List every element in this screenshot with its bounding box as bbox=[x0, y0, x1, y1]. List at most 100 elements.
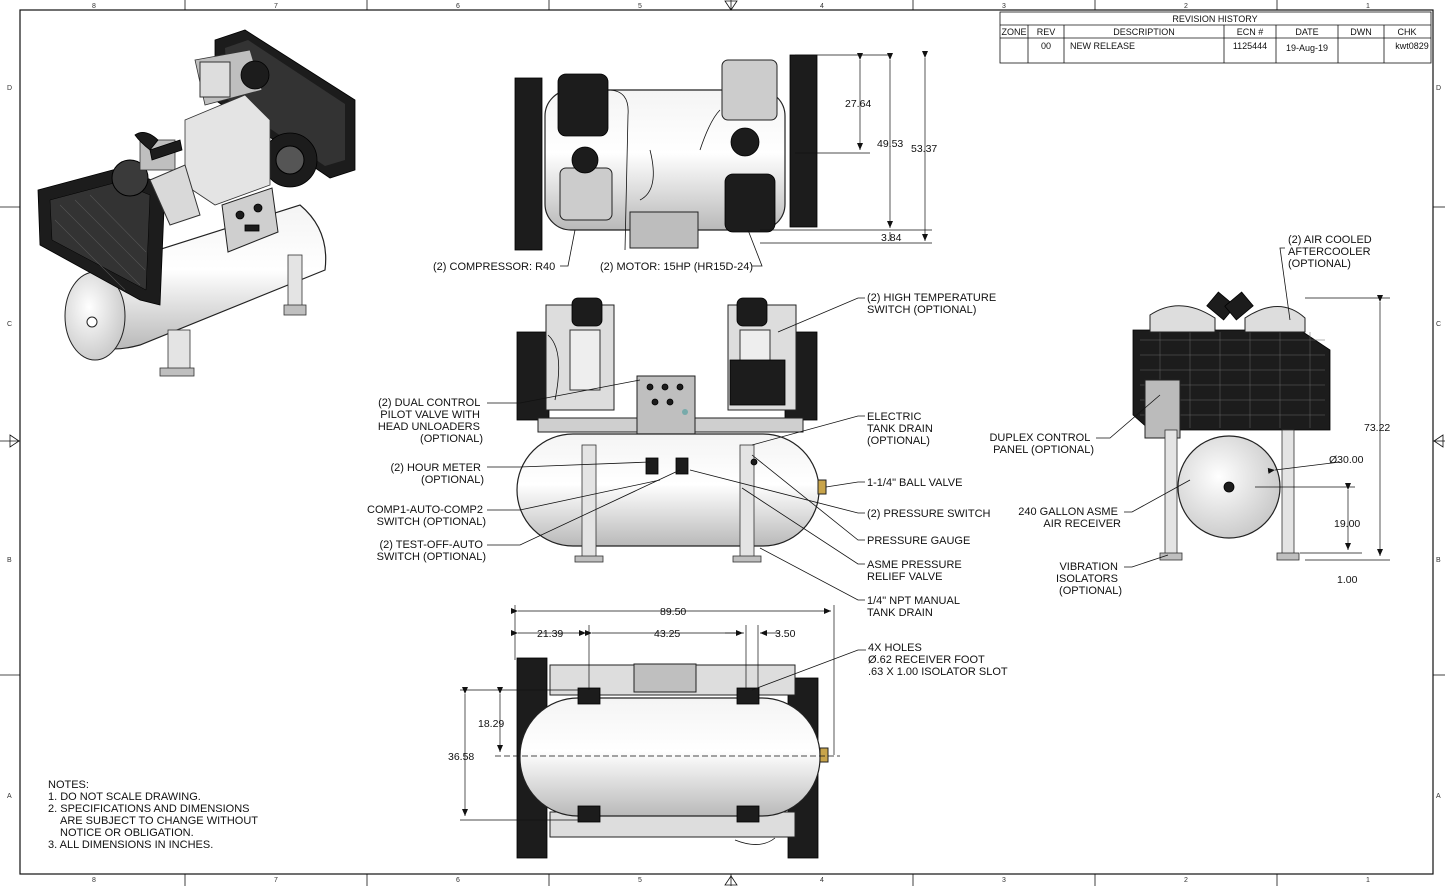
electric-drain-line-2: TANK DRAIN bbox=[867, 423, 933, 435]
rev-header-zone: ZONE bbox=[1001, 27, 1026, 37]
zone-bottom-7: 7 bbox=[274, 877, 278, 884]
top-view: 27.64 49.53 53.37 3.84 (2) COMPRESSOR: R… bbox=[433, 51, 937, 273]
rev-header-ecn: ECN # bbox=[1237, 27, 1264, 37]
zone-top-3: 3 bbox=[1002, 3, 1006, 10]
duplex-control-line-2: PANEL (OPTIONAL) bbox=[993, 444, 1094, 456]
vibration-isolators-line-3: (OPTIONAL) bbox=[1059, 585, 1122, 597]
pressure-switch-callout: (2) PRESSURE SWITCH bbox=[867, 508, 991, 520]
manual-drain-line-1: 1/4" NPT MANUAL bbox=[867, 595, 960, 607]
top-dim-53-37: 53.37 bbox=[911, 143, 937, 155]
zone-bottom-2: 2 bbox=[1184, 877, 1188, 884]
zone-right-b: B bbox=[1436, 557, 1441, 564]
duplex-control-callout: DUPLEX CONTROL PANEL (OPTIONAL) bbox=[989, 432, 1094, 456]
side-dim-diameter-30: Ø30.00 bbox=[1329, 454, 1364, 466]
compressor-label: (2) COMPRESSOR: R40 bbox=[433, 261, 555, 273]
zone-bottom-8: 8 bbox=[92, 877, 96, 884]
high-temp-line-1: (2) HIGH TEMPERATURE bbox=[867, 292, 996, 304]
manual-drain-callout: 1/4" NPT MANUAL TANK DRAIN bbox=[867, 595, 963, 619]
rev-header-chk: CHK bbox=[1397, 27, 1416, 37]
test-off-auto-line-2: SWITCH (OPTIONAL) bbox=[377, 551, 486, 563]
rev-header-description: DESCRIPTION bbox=[1113, 27, 1175, 37]
relief-valve-line-1: ASME PRESSURE bbox=[867, 559, 962, 571]
note-line-3: ARE SUBJECT TO CHANGE WITHOUT bbox=[60, 815, 258, 827]
center-mark-bottom bbox=[724, 875, 738, 886]
rev-cell-ecn: 1125444 bbox=[1233, 41, 1267, 51]
front-view bbox=[487, 297, 865, 601]
zone-top-4: 4 bbox=[820, 3, 824, 10]
top-dim-3-84: 3.84 bbox=[881, 232, 902, 244]
bottom-dim-18-29: 18.29 bbox=[478, 718, 504, 730]
revision-history-table: REVISION HISTORY ZONE REV DESCRIPTION EC… bbox=[999, 11, 1432, 64]
dual-control-line-1: (2) DUAL CONTROL bbox=[378, 397, 480, 409]
relief-valve-callout: ASME PRESSURE RELIEF VALVE bbox=[867, 559, 965, 583]
ball-valve-callout: 1-1/4" BALL VALVE bbox=[867, 477, 962, 489]
zone-top-8: 8 bbox=[92, 3, 96, 10]
electric-drain-line-1: ELECTRIC bbox=[867, 411, 921, 423]
zone-left-c: C bbox=[7, 321, 12, 328]
vibration-isolators-callout: VIBRATION ISOLATORS (OPTIONAL) bbox=[1056, 561, 1122, 597]
air-receiver-line-1: 240 GALLON ASME bbox=[1018, 506, 1118, 518]
comp-auto-switch-line-2: SWITCH (OPTIONAL) bbox=[377, 516, 486, 528]
test-off-auto-line-1: (2) TEST-OFF-AUTO bbox=[379, 539, 483, 551]
bottom-dim-3-50: 3.50 bbox=[775, 628, 796, 640]
bottom-dim-21-39: 21.39 bbox=[537, 628, 563, 640]
side-view-callouts: (2) AIR COOLED AFTERCOOLER (OPTIONAL) DU… bbox=[989, 234, 1372, 597]
top-dim-49-53: 49.53 bbox=[877, 138, 903, 150]
comp-auto-switch-callout: COMP1-AUTO-COMP2 SWITCH (OPTIONAL) bbox=[367, 504, 486, 528]
hour-meter-line-1: (2) HOUR METER bbox=[390, 462, 481, 474]
note-line-2: 2. SPECIFICATIONS AND DIMENSIONS bbox=[48, 803, 250, 815]
aftercooler-line-1: (2) AIR COOLED bbox=[1288, 234, 1372, 246]
front-view-left-callouts: (2) DUAL CONTROL PILOT VALVE WITH HEAD U… bbox=[367, 397, 486, 563]
hour-meter-callout: (2) HOUR METER (OPTIONAL) bbox=[390, 462, 484, 486]
isometric-view bbox=[37, 29, 356, 377]
zone-bottom-6: 6 bbox=[456, 877, 460, 884]
dual-control-callout: (2) DUAL CONTROL PILOT VALVE WITH HEAD U… bbox=[378, 397, 483, 445]
holes-line-3: .63 X 1.00 ISOLATOR SLOT bbox=[868, 666, 1008, 678]
dual-control-line-3: HEAD UNLOADERS bbox=[378, 421, 480, 433]
note-line-1: 1. DO NOT SCALE DRAWING. bbox=[48, 791, 201, 803]
air-receiver-callout: 240 GALLON ASME AIR RECEIVER bbox=[1018, 506, 1121, 530]
rev-header-rev: REV bbox=[1037, 27, 1056, 37]
aftercooler-line-3: (OPTIONAL) bbox=[1288, 258, 1351, 270]
holes-line-1: 4X HOLES bbox=[868, 642, 922, 654]
zone-bottom-3: 3 bbox=[1002, 877, 1006, 884]
vibration-isolators-line-2: ISOLATORS bbox=[1056, 573, 1118, 585]
manual-drain-line-2: TANK DRAIN bbox=[867, 607, 933, 619]
top-dim-27-64: 27.64 bbox=[845, 98, 871, 110]
zone-right-a: A bbox=[1436, 793, 1441, 800]
holes-callout: 4X HOLES Ø.62 RECEIVER FOOT .63 X 1.00 I… bbox=[868, 642, 1008, 678]
zone-top-5: 5 bbox=[638, 3, 642, 10]
zone-left-b: B bbox=[7, 557, 12, 564]
side-dim-73-22: 73.22 bbox=[1364, 422, 1390, 434]
rev-header-date: DATE bbox=[1295, 27, 1318, 37]
side-dim-19-00: 19.00 bbox=[1334, 518, 1360, 530]
comp-auto-switch-line-1: COMP1-AUTO-COMP2 bbox=[367, 504, 483, 516]
rev-header-dwn: DWN bbox=[1350, 27, 1372, 37]
relief-valve-line-2: RELIEF VALVE bbox=[867, 571, 942, 583]
zone-top-2: 2 bbox=[1184, 3, 1188, 10]
zone-bottom-4: 4 bbox=[820, 877, 824, 884]
dual-control-line-4: (OPTIONAL) bbox=[420, 433, 483, 445]
high-temp-line-2: SWITCH (OPTIONAL) bbox=[867, 304, 976, 316]
electric-drain-callout: ELECTRIC TANK DRAIN (OPTIONAL) bbox=[867, 411, 936, 447]
zone-right-d: D bbox=[1436, 85, 1441, 92]
notes-title: NOTES: bbox=[48, 779, 89, 791]
note-line-4: NOTICE OR OBLIGATION. bbox=[60, 827, 194, 839]
rev-cell-description: NEW RELEASE bbox=[1070, 41, 1135, 51]
vibration-isolators-line-1: VIBRATION bbox=[1059, 561, 1118, 573]
zone-top-6: 6 bbox=[456, 3, 460, 10]
side-dim-1-00: 1.00 bbox=[1337, 574, 1358, 586]
zone-left-d: D bbox=[7, 85, 12, 92]
aftercooler-line-2: AFTERCOOLER bbox=[1288, 246, 1371, 258]
center-mark-right bbox=[1433, 434, 1444, 448]
zone-left-a: A bbox=[7, 793, 12, 800]
center-mark-top bbox=[724, 0, 738, 11]
bottom-view: 89.50 21.39 43.25 3.50 18.29 36.58 4X HO… bbox=[448, 605, 1008, 859]
center-mark-left bbox=[9, 434, 20, 448]
test-off-auto-callout: (2) TEST-OFF-AUTO SWITCH (OPTIONAL) bbox=[377, 539, 486, 563]
zone-top-7: 7 bbox=[274, 3, 278, 10]
air-receiver-line-2: AIR RECEIVER bbox=[1043, 518, 1121, 530]
